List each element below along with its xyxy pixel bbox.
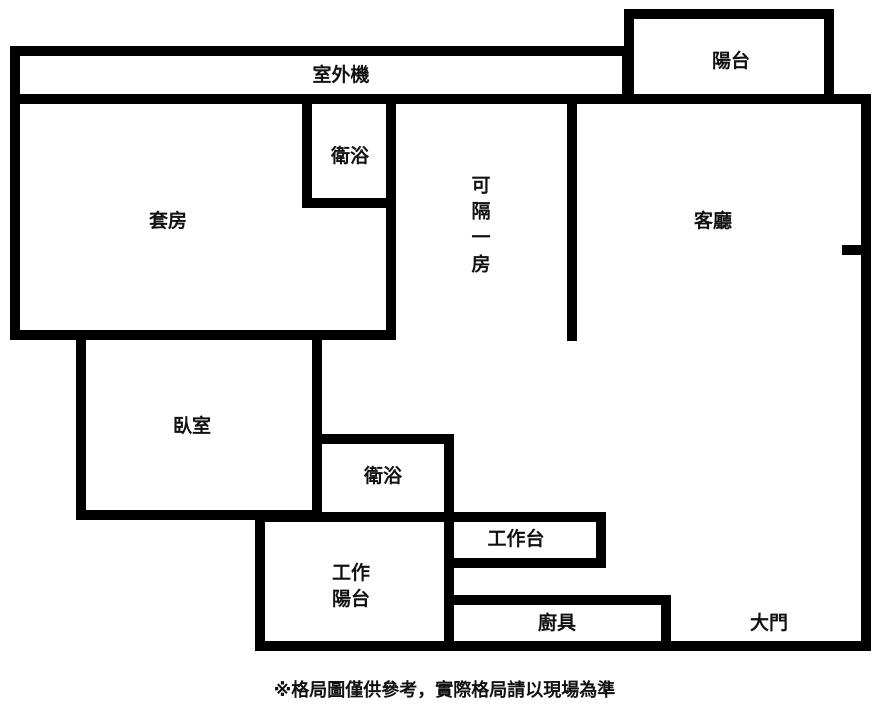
right-exterior-wall: [391, 94, 871, 651]
room-label-workbench: 工作台: [487, 528, 545, 551]
kitchen-counter-wall: [449, 595, 671, 646]
bath-top-wall: [302, 99, 391, 208]
partition-char-2: 隔: [471, 200, 491, 223]
room-label-suite: 套房: [148, 210, 188, 233]
room-label-kitchen: 廚具: [537, 612, 577, 635]
room-label-outdoor-unit: 室外機: [312, 64, 370, 87]
room-label-main-door: 大門: [749, 612, 789, 635]
room-label-bedroom: 臥室: [172, 415, 212, 438]
workbench-wall: [449, 512, 606, 568]
bath-bottom-wall: [317, 434, 454, 515]
room-label-work-balcony: 工作 陽台: [332, 560, 370, 612]
room-label-balcony: 陽台: [711, 50, 751, 73]
partition-char-3: 一: [471, 227, 491, 249]
room-label-living-room: 客廳: [693, 210, 733, 233]
work-balcony-line-1: 工作: [331, 561, 371, 584]
disclaimer-note: ※格局圖僅供參考，實際格局請以現場為準: [273, 680, 616, 701]
suite-wall: [10, 94, 396, 340]
room-label-partition-room: 可 隔 一 房: [471, 173, 490, 278]
work-balcony-line-2: 陽台: [331, 588, 371, 610]
bedroom-wall: [76, 330, 322, 520]
work-balcony-wall: [255, 512, 454, 651]
partition-char-1: 可: [471, 174, 491, 197]
room-label-bath-top: 衛浴: [330, 145, 370, 168]
room-label-bath-bottom: 衛浴: [363, 465, 403, 488]
partition-char-4: 房: [471, 253, 491, 276]
